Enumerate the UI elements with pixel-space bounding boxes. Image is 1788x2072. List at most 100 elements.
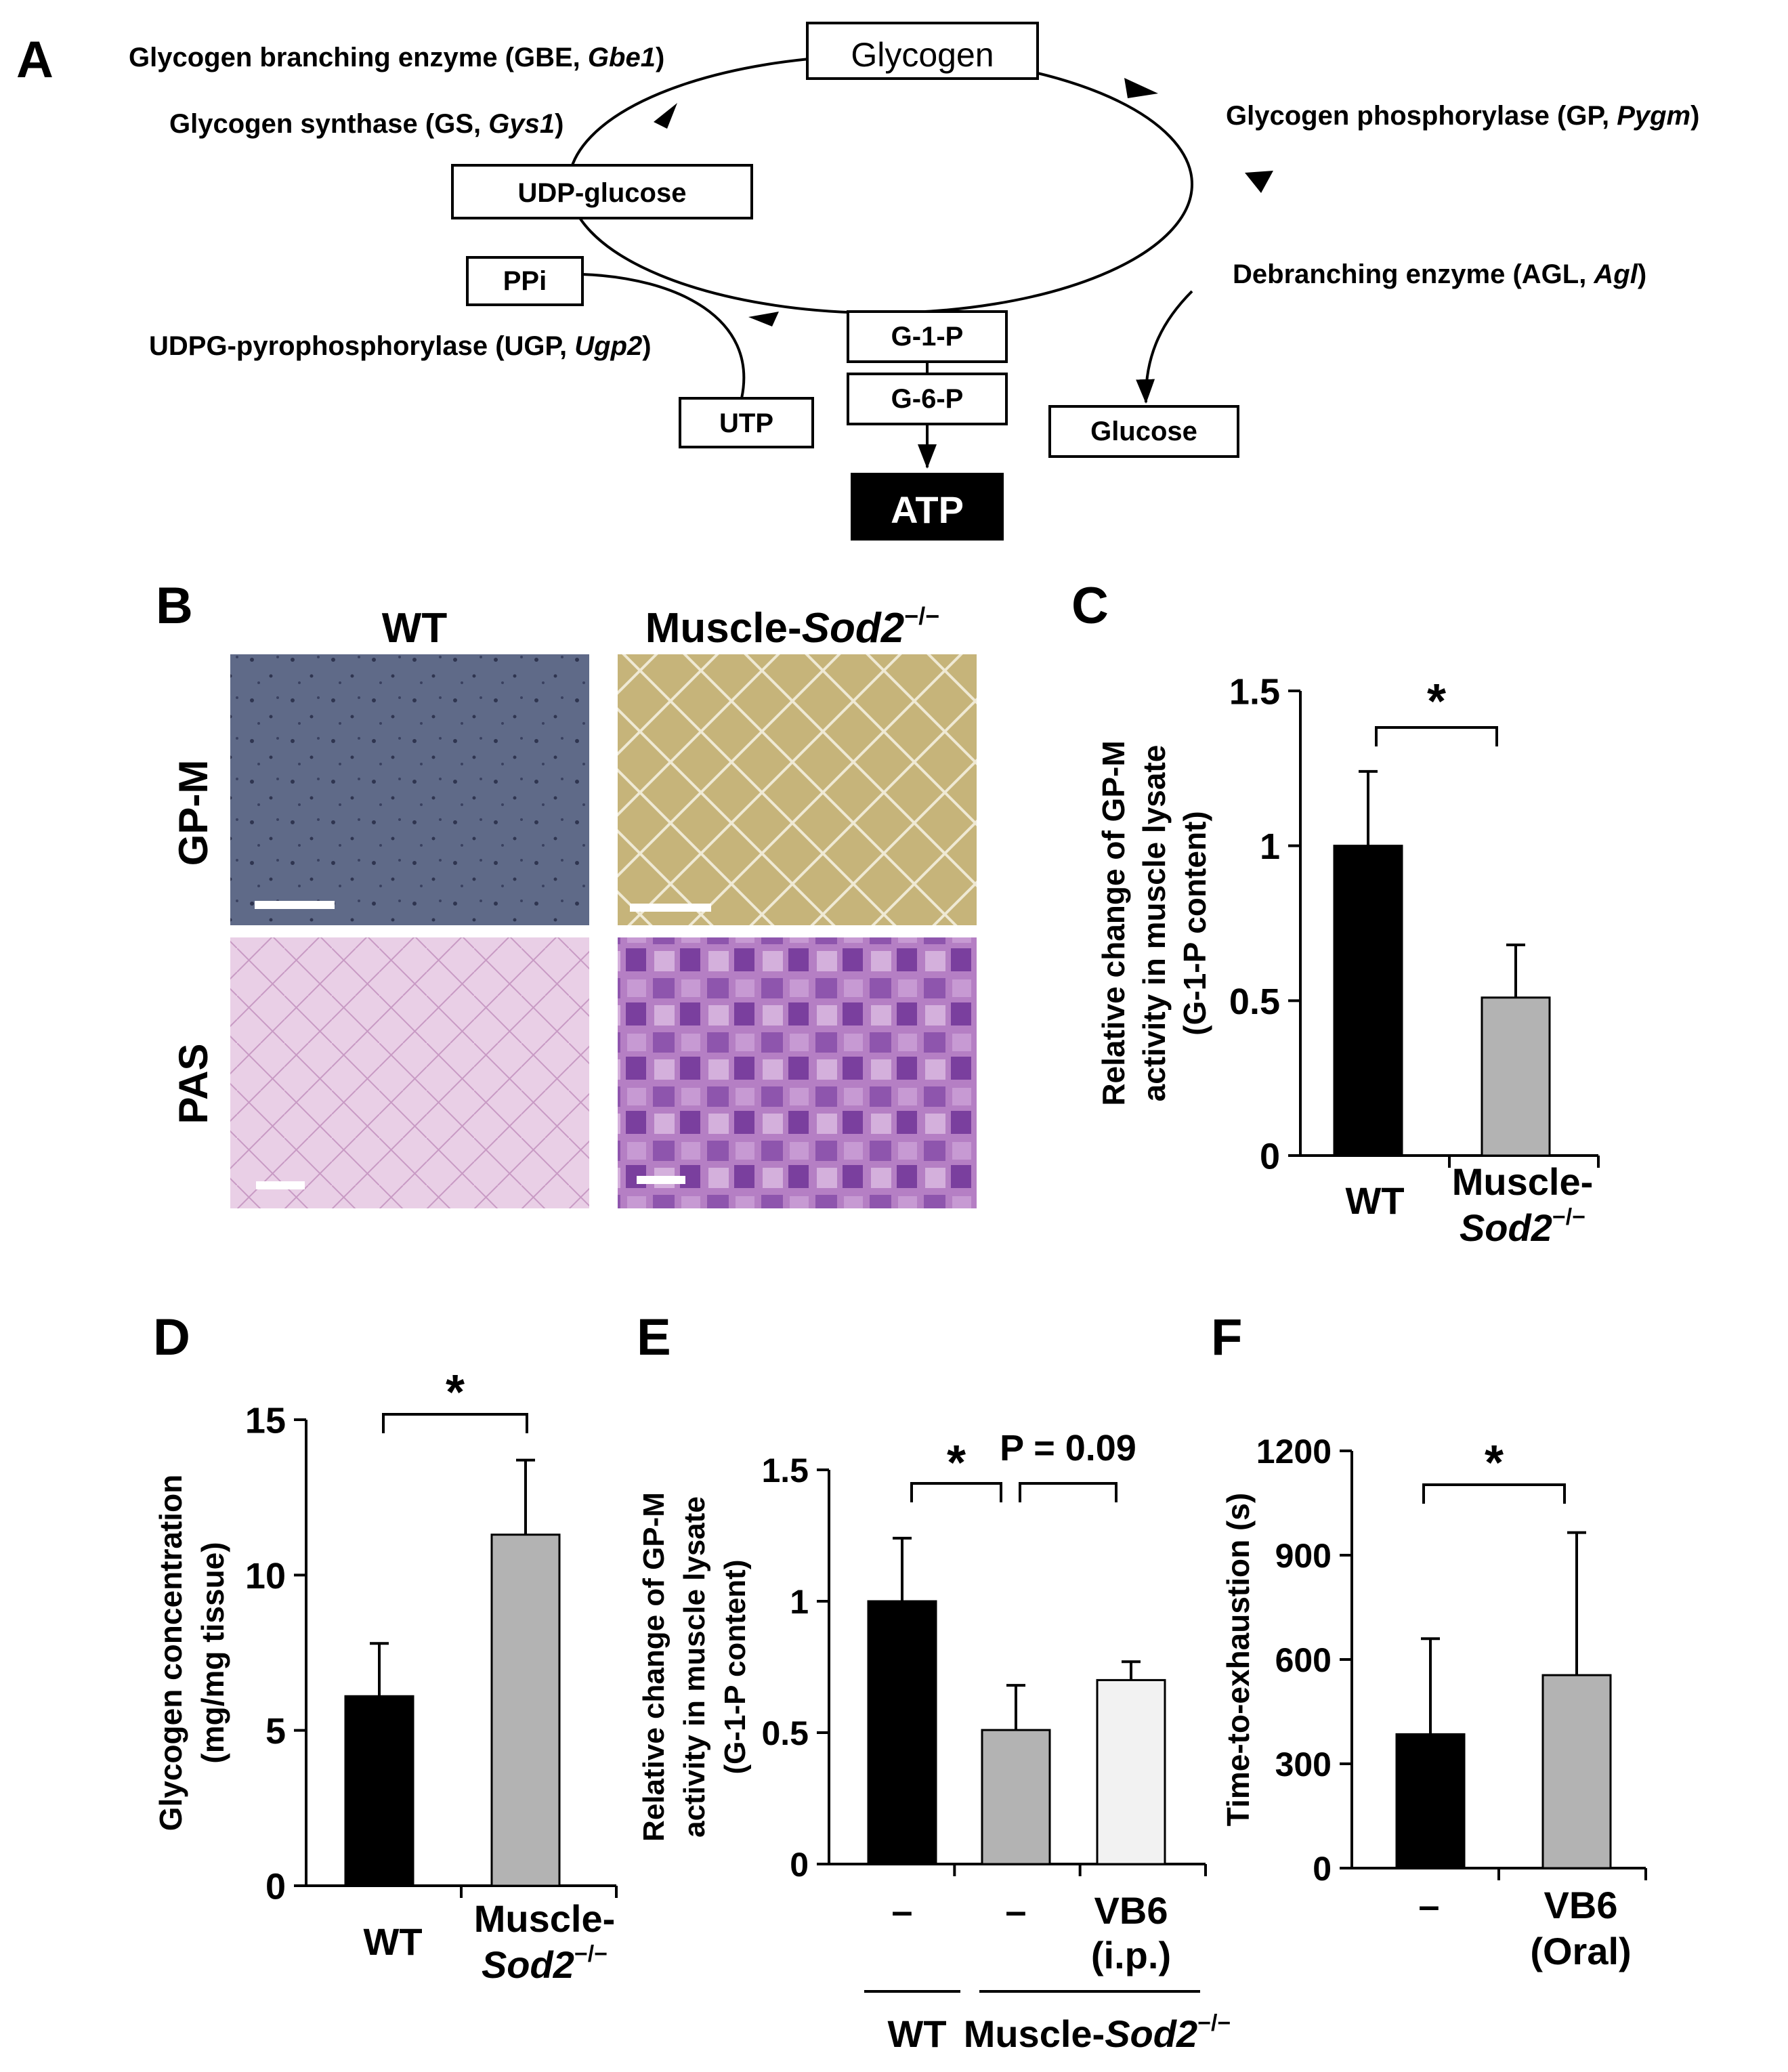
ugp-curve bbox=[582, 273, 746, 399]
chart-c-ytick-label-0: 0 bbox=[1260, 1136, 1280, 1177]
glucose-box bbox=[1048, 405, 1239, 458]
gbe-label: Glycogen branching enzyme (GBE, Gbe1) bbox=[129, 43, 664, 72]
panel-b-row-pas: PAS bbox=[171, 1044, 216, 1124]
gp-label: Glycogen phosphorylase (GP, Pygm) bbox=[1226, 101, 1699, 131]
atp-box bbox=[851, 473, 1004, 541]
chart-f-ytick-label-2: 600 bbox=[1275, 1641, 1332, 1679]
chart-d-xtick-mutant: Muscle- bbox=[474, 1897, 616, 1940]
chart-f-ytick-label-1: 300 bbox=[1275, 1746, 1332, 1783]
chart-c-sig-bracket-0 bbox=[1375, 726, 1498, 746]
chart-e-ylabel-line-2: (G-1-P content) bbox=[719, 1560, 752, 1775]
chart-d-ylabel-line-0: Glycogen concentration bbox=[153, 1475, 188, 1832]
chart-e-sig-label-1: P = 0.09 bbox=[1000, 1428, 1136, 1468]
micrograph-gpm-wt bbox=[230, 654, 589, 925]
cycle-arrow-bottom-left bbox=[748, 312, 779, 326]
panel-a: A Glycogen UDP-glucose PPi G-1-P G-6-P U… bbox=[16, 22, 1699, 541]
glycogen-box bbox=[806, 22, 1039, 80]
chart-c-xtick-mutant: Muscle- bbox=[1452, 1160, 1594, 1203]
chart-e-ylabel-line-0: Relative change of GP-M bbox=[637, 1492, 670, 1842]
chart-d-ytick-label-2: 10 bbox=[245, 1556, 286, 1597]
ppi-box-label: PPi bbox=[503, 266, 547, 296]
chart-c-bar-0 bbox=[1333, 845, 1403, 1157]
chart-d-bar-0 bbox=[344, 1695, 414, 1887]
chart-e-ytick-label-1: 0.5 bbox=[761, 1714, 809, 1752]
chart-f-sig-bracket-0 bbox=[1422, 1483, 1566, 1504]
chart-f-bar-0 bbox=[1395, 1733, 1466, 1869]
chart-e-ytick-label-3: 1.5 bbox=[761, 1452, 809, 1489]
ppi-box bbox=[466, 256, 584, 306]
panel-b-row-gpm: GP-M bbox=[171, 760, 216, 866]
g1p-box bbox=[847, 310, 1008, 363]
panel-e-letter: E bbox=[637, 1309, 671, 1366]
chart-e-sig-bracket-0 bbox=[910, 1482, 1002, 1502]
chart-e-xtick-2: – bbox=[1005, 1889, 1026, 1932]
cycle-arrow-right bbox=[1245, 171, 1273, 193]
panel-a-letter: A bbox=[16, 31, 54, 89]
scale-bar-pas-wt bbox=[256, 1181, 305, 1189]
ugp-label: UDPG-pyrophosphorylase (UGP, Ugp2) bbox=[149, 331, 652, 361]
cycle-arrow-left-top bbox=[654, 103, 677, 129]
chart-f-sig-label-0: * bbox=[1485, 1436, 1504, 1490]
scale-bar-gpm-mutant bbox=[630, 904, 711, 912]
utp-box-label: UTP bbox=[719, 408, 773, 438]
glucose-box-label: Glucose bbox=[1090, 417, 1197, 446]
chart-d-ytick-label-1: 5 bbox=[265, 1711, 286, 1752]
chart-c-ylabel-line-2: (G-1-P content) bbox=[1177, 811, 1212, 1035]
chart-e-ytick-label-2: 1 bbox=[790, 1583, 809, 1621]
scale-bar-pas-mutant bbox=[637, 1176, 685, 1184]
chart-e-bar-1 bbox=[981, 1729, 1051, 1865]
chart-f-xtick-1: – bbox=[1418, 1884, 1439, 1926]
cycle-arrow-top-right bbox=[1124, 78, 1158, 98]
chart-d-ylabel-line-1: (mg/mg tissue) bbox=[195, 1542, 230, 1763]
panel-f-letter: F bbox=[1211, 1309, 1242, 1366]
scale-bar-gpm-wt bbox=[255, 901, 335, 909]
chart-c-ylabel-line-0: Relative change of GP-M bbox=[1096, 740, 1131, 1105]
glycogen-box-label: Glycogen bbox=[851, 36, 994, 74]
panel-b-col-mutant: Muscle-Sod2−/− bbox=[645, 602, 940, 652]
chart-d-ytick-label-0: 0 bbox=[265, 1866, 286, 1907]
panel-b-letter: B bbox=[156, 577, 193, 635]
g1p-box-label: G-1-P bbox=[891, 322, 964, 352]
chart-d-bar-1 bbox=[490, 1534, 561, 1887]
agl-label: Debranching enzyme (AGL, Agl) bbox=[1233, 259, 1646, 289]
chart-c-ylabel-line-1: activity in muscle lysate bbox=[1136, 745, 1172, 1102]
chart-e-xtick-3-line2: (i.p.) bbox=[1091, 1934, 1171, 1976]
chart-e-group-mutant: Muscle-Sod2−/− bbox=[964, 2010, 1231, 2055]
chart-e-sig-bracket-1 bbox=[1019, 1482, 1118, 1502]
chart-c-bar-1 bbox=[1481, 996, 1551, 1157]
chart-c-ytick-label-1: 0.5 bbox=[1229, 981, 1280, 1022]
chart-f-ytick-label-0: 0 bbox=[1313, 1850, 1332, 1888]
panel-d-letter: D bbox=[153, 1309, 190, 1366]
micrograph-pas-mutant bbox=[618, 937, 977, 1208]
chart-d-sig-bracket-0 bbox=[382, 1413, 528, 1433]
chart-e-bar-0 bbox=[867, 1600, 937, 1865]
atp-box-label: ATP bbox=[891, 488, 964, 531]
chart-c-xtick-mutant-gene: Sod2−/− bbox=[1460, 1204, 1585, 1249]
chart-c-ytick-label-2: 1 bbox=[1260, 826, 1280, 867]
panel-c-letter: C bbox=[1071, 577, 1109, 635]
chart-c-sig-label-0: * bbox=[1427, 675, 1446, 729]
chart-f-bar-1 bbox=[1541, 1674, 1612, 1869]
chart-e-sig-label-0: * bbox=[947, 1436, 966, 1490]
chart-e-xtick-3: VB6 bbox=[1094, 1889, 1168, 1932]
chart-e-bar-2 bbox=[1096, 1678, 1166, 1865]
chart-e-group-wt: WT bbox=[887, 2012, 946, 2055]
chart-d-xtick-mutant-gene: Sod2−/− bbox=[482, 1941, 608, 1986]
panel-b-col-wt: WT bbox=[382, 605, 448, 652]
chart-e-ylabel-line-1: activity in muscle lysate bbox=[678, 1496, 711, 1838]
g6p-box-label: G-6-P bbox=[891, 384, 964, 414]
chart-f-xtick-2-line2: (Oral) bbox=[1530, 1930, 1631, 1972]
udp-glucose-box-label: UDP-glucose bbox=[518, 178, 687, 208]
chart-f-ylabel-line-0: Time-to-exhaustion (s) bbox=[1220, 1493, 1256, 1826]
chart-d-sig-label-0: * bbox=[446, 1366, 465, 1420]
micrograph-pas-wt bbox=[230, 937, 589, 1208]
udp-glucose-box bbox=[451, 164, 753, 219]
chart-d-xtick-wt: WT bbox=[363, 1920, 422, 1963]
